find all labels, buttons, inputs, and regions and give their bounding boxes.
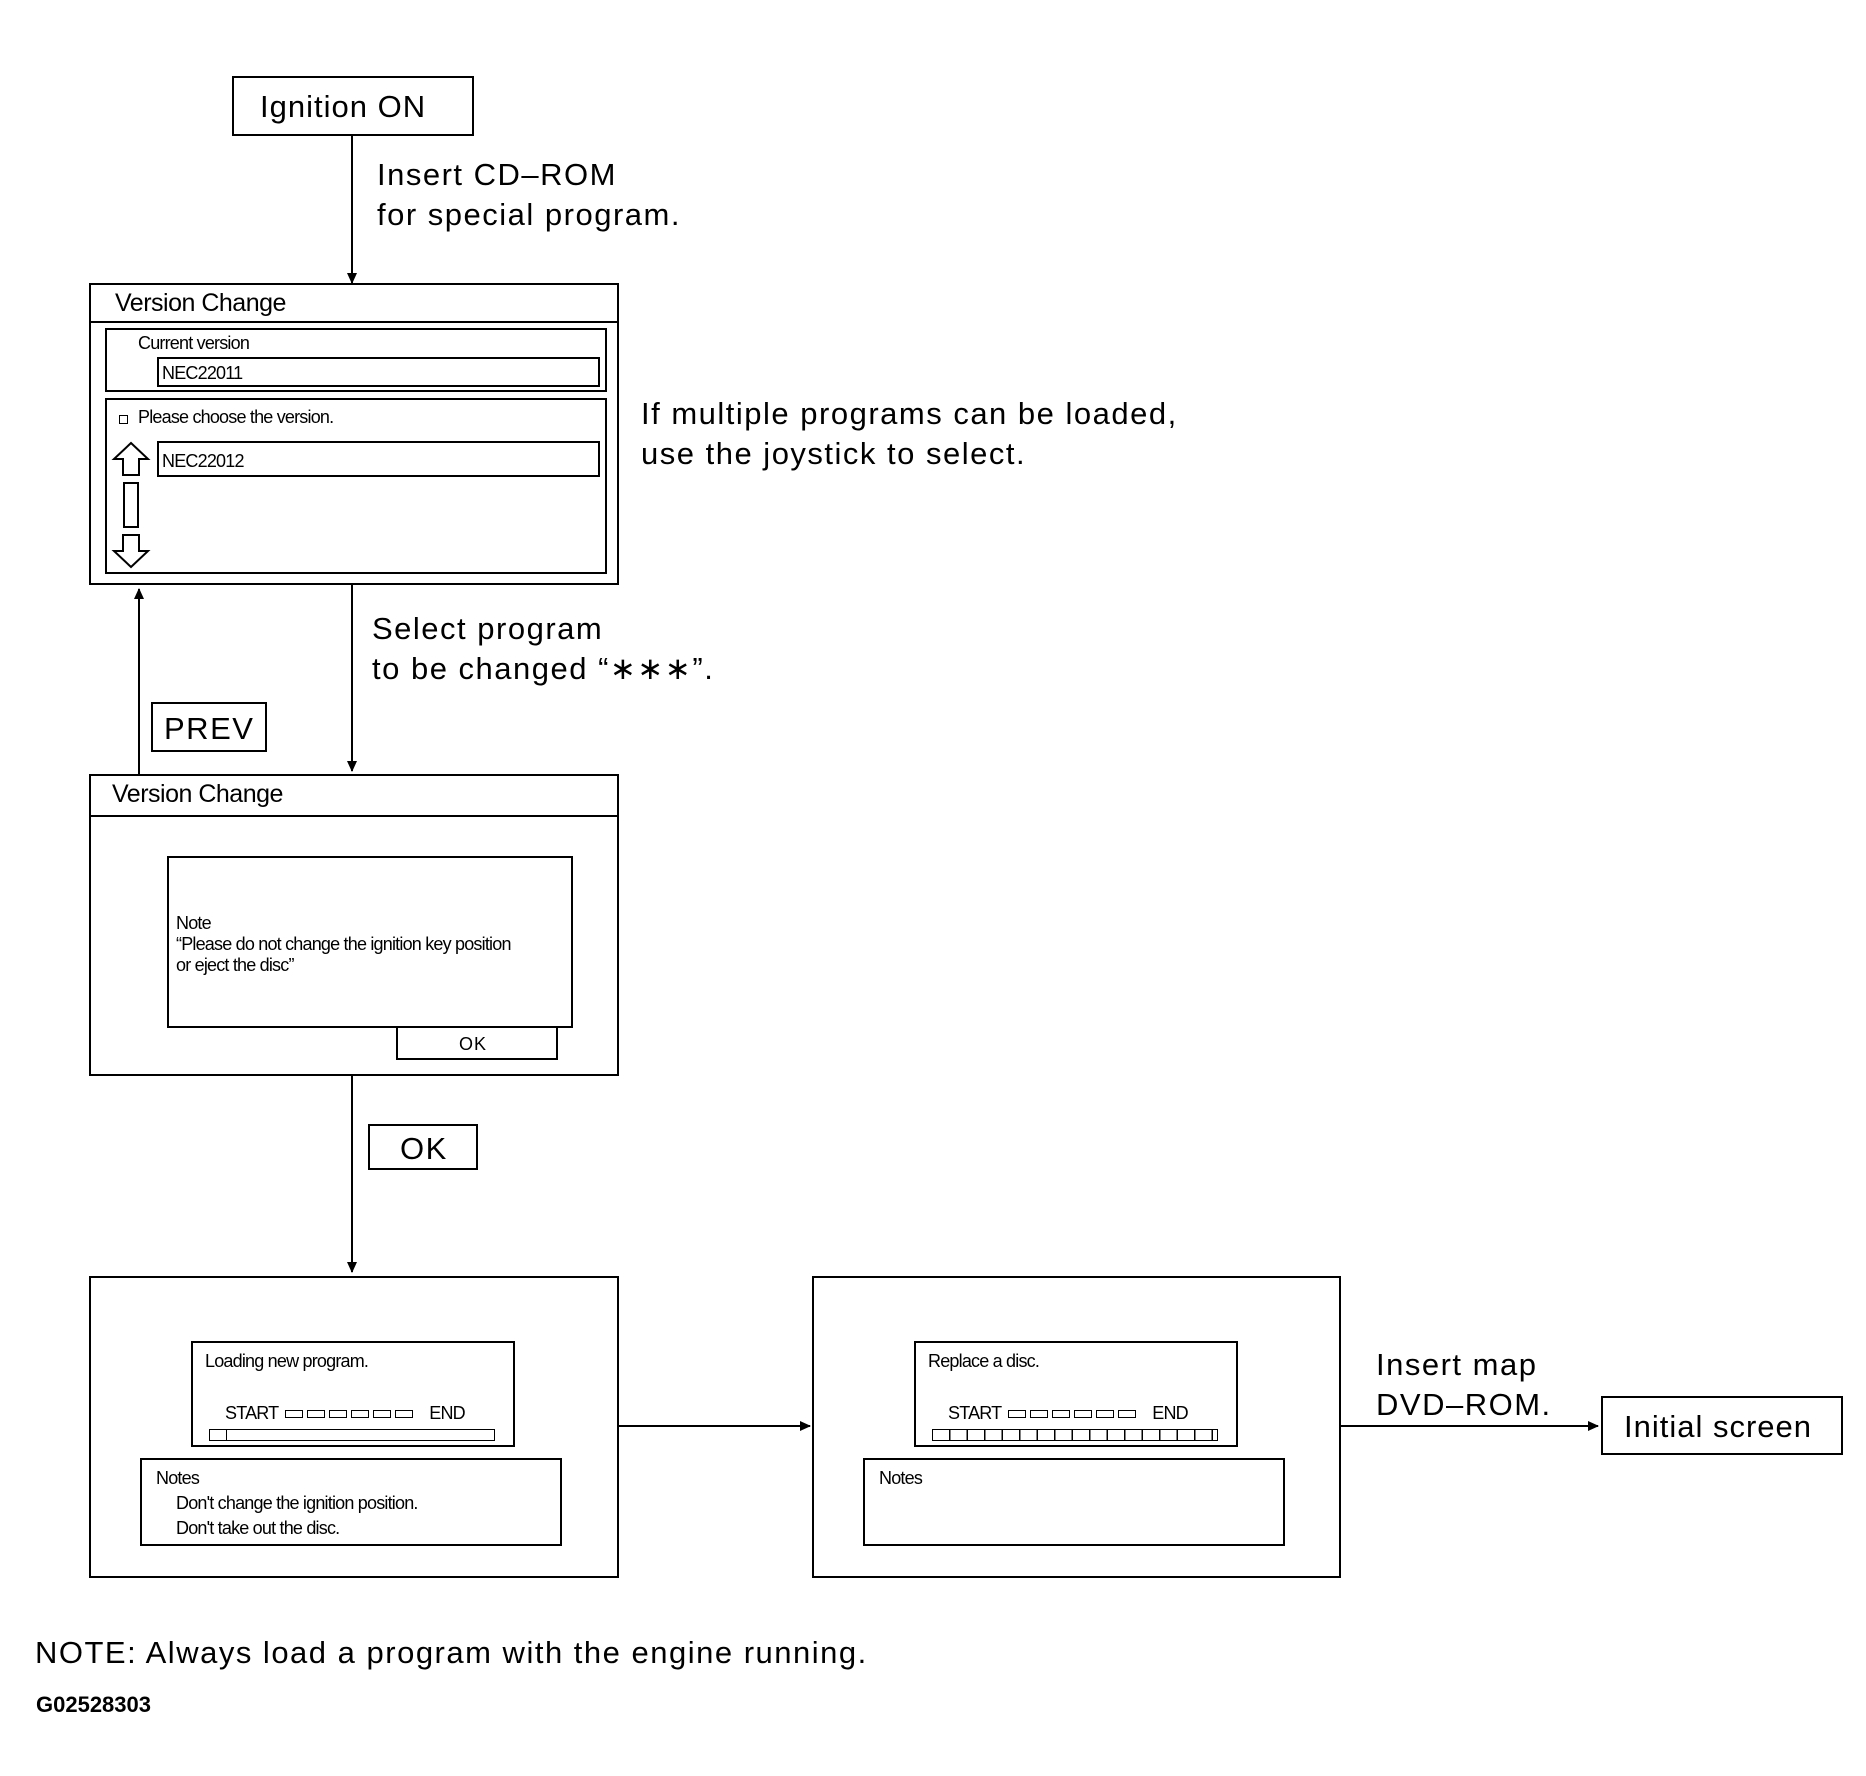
replace-disc-screen: Replace a disc. START END Notes <box>812 1276 1341 1578</box>
ignition-on-label: Ignition ON <box>260 89 427 124</box>
replace-notes-panel: Notes <box>863 1458 1285 1546</box>
scrollbar-track[interactable] <box>123 482 139 528</box>
screen1-title-divider <box>91 321 617 323</box>
loading-status-text: Loading new program. <box>205 1351 369 1371</box>
replace-status-panel: Replace a disc. START END <box>914 1341 1238 1447</box>
insert-cdrom-text-1: Insert CD–ROM <box>377 157 617 192</box>
loading-segment-indicator: START END <box>225 1403 466 1424</box>
replace-status-text: Replace a disc. <box>928 1351 1040 1371</box>
loading-progress-fill <box>210 1430 228 1440</box>
loading-notes-line-1: Don't change the ignition position. <box>176 1493 418 1513</box>
insert-map-text-1: Insert map <box>1376 1347 1538 1382</box>
version-select-field[interactable]: NEC22012 <box>157 441 600 477</box>
note-ok-button[interactable]: OK <box>396 1026 558 1060</box>
note-heading: Note <box>176 913 212 933</box>
note-dialog: Note “Please do not change the ignition … <box>167 856 573 1028</box>
replace-end-label: END <box>1152 1403 1188 1423</box>
loading-notes-line-2: Don't take out the disc. <box>176 1518 340 1538</box>
prev-button-label: PREV <box>164 711 255 746</box>
ok-button[interactable]: OK <box>368 1124 478 1170</box>
version-change-note-screen: Version Change Note “Please do not chang… <box>89 774 619 1076</box>
loading-progress-bar <box>209 1429 495 1441</box>
note-ok-label: OK <box>459 1034 488 1054</box>
current-version-value: NEC22011 <box>162 363 243 383</box>
scroll-up-arrow-icon[interactable] <box>111 440 151 478</box>
select-program-text-2: to be changed “∗∗∗”. <box>372 651 715 686</box>
select-program-text-1: Select program <box>372 611 604 646</box>
screen1-title: Version Change <box>115 289 286 317</box>
initial-screen-label: Initial screen <box>1624 1409 1813 1444</box>
replace-notes-heading: Notes <box>879 1468 923 1488</box>
replace-progress-bar <box>932 1429 1218 1441</box>
loading-notes-panel: Notes Don't change the ignition position… <box>140 1458 562 1546</box>
ok-button-label: OK <box>400 1131 448 1166</box>
replace-segment-indicator: START END <box>948 1403 1189 1424</box>
multiple-programs-text-1: If multiple programs can be loaded, <box>641 396 1178 431</box>
replace-start-label: START <box>948 1403 1002 1423</box>
insert-map-text-2: DVD–ROM. <box>1376 1387 1552 1422</box>
current-version-label: Current version <box>138 333 250 353</box>
ignition-on-box: Ignition ON <box>232 76 474 136</box>
prev-button[interactable]: PREV <box>151 702 267 752</box>
insert-cdrom-text-2: for special program. <box>377 197 681 232</box>
figure-id: G02528303 <box>36 1692 151 1717</box>
loading-start-label: START <box>225 1403 279 1423</box>
current-version-field: NEC22011 <box>157 357 600 387</box>
bullet-square-icon <box>119 415 128 424</box>
choose-version-label: Please choose the version. <box>138 407 334 427</box>
loading-notes-heading: Notes <box>156 1468 200 1488</box>
initial-screen-box: Initial screen <box>1601 1396 1843 1455</box>
footer-note: NOTE: Always load a program with the eng… <box>35 1635 868 1670</box>
version-choice-panel: Please choose the version. NEC22012 <box>105 398 607 574</box>
screen2-title-divider <box>91 815 617 817</box>
note-text-1: “Please do not change the ignition key p… <box>176 934 511 954</box>
loading-status-panel: Loading new program. START END <box>191 1341 515 1447</box>
screen2-title: Version Change <box>112 780 283 808</box>
scroll-down-arrow-icon[interactable] <box>111 532 151 570</box>
multiple-programs-text-2: use the joystick to select. <box>641 436 1027 471</box>
loading-program-screen: Loading new program. START END Notes Don… <box>89 1276 619 1578</box>
version-select-value: NEC22012 <box>162 451 244 471</box>
current-version-panel: Current version NEC22011 <box>105 328 607 392</box>
loading-end-label: END <box>429 1403 465 1423</box>
version-change-select-screen: Version Change Current version NEC22011 … <box>89 283 619 585</box>
note-text-2: or eject the disc” <box>176 955 294 975</box>
